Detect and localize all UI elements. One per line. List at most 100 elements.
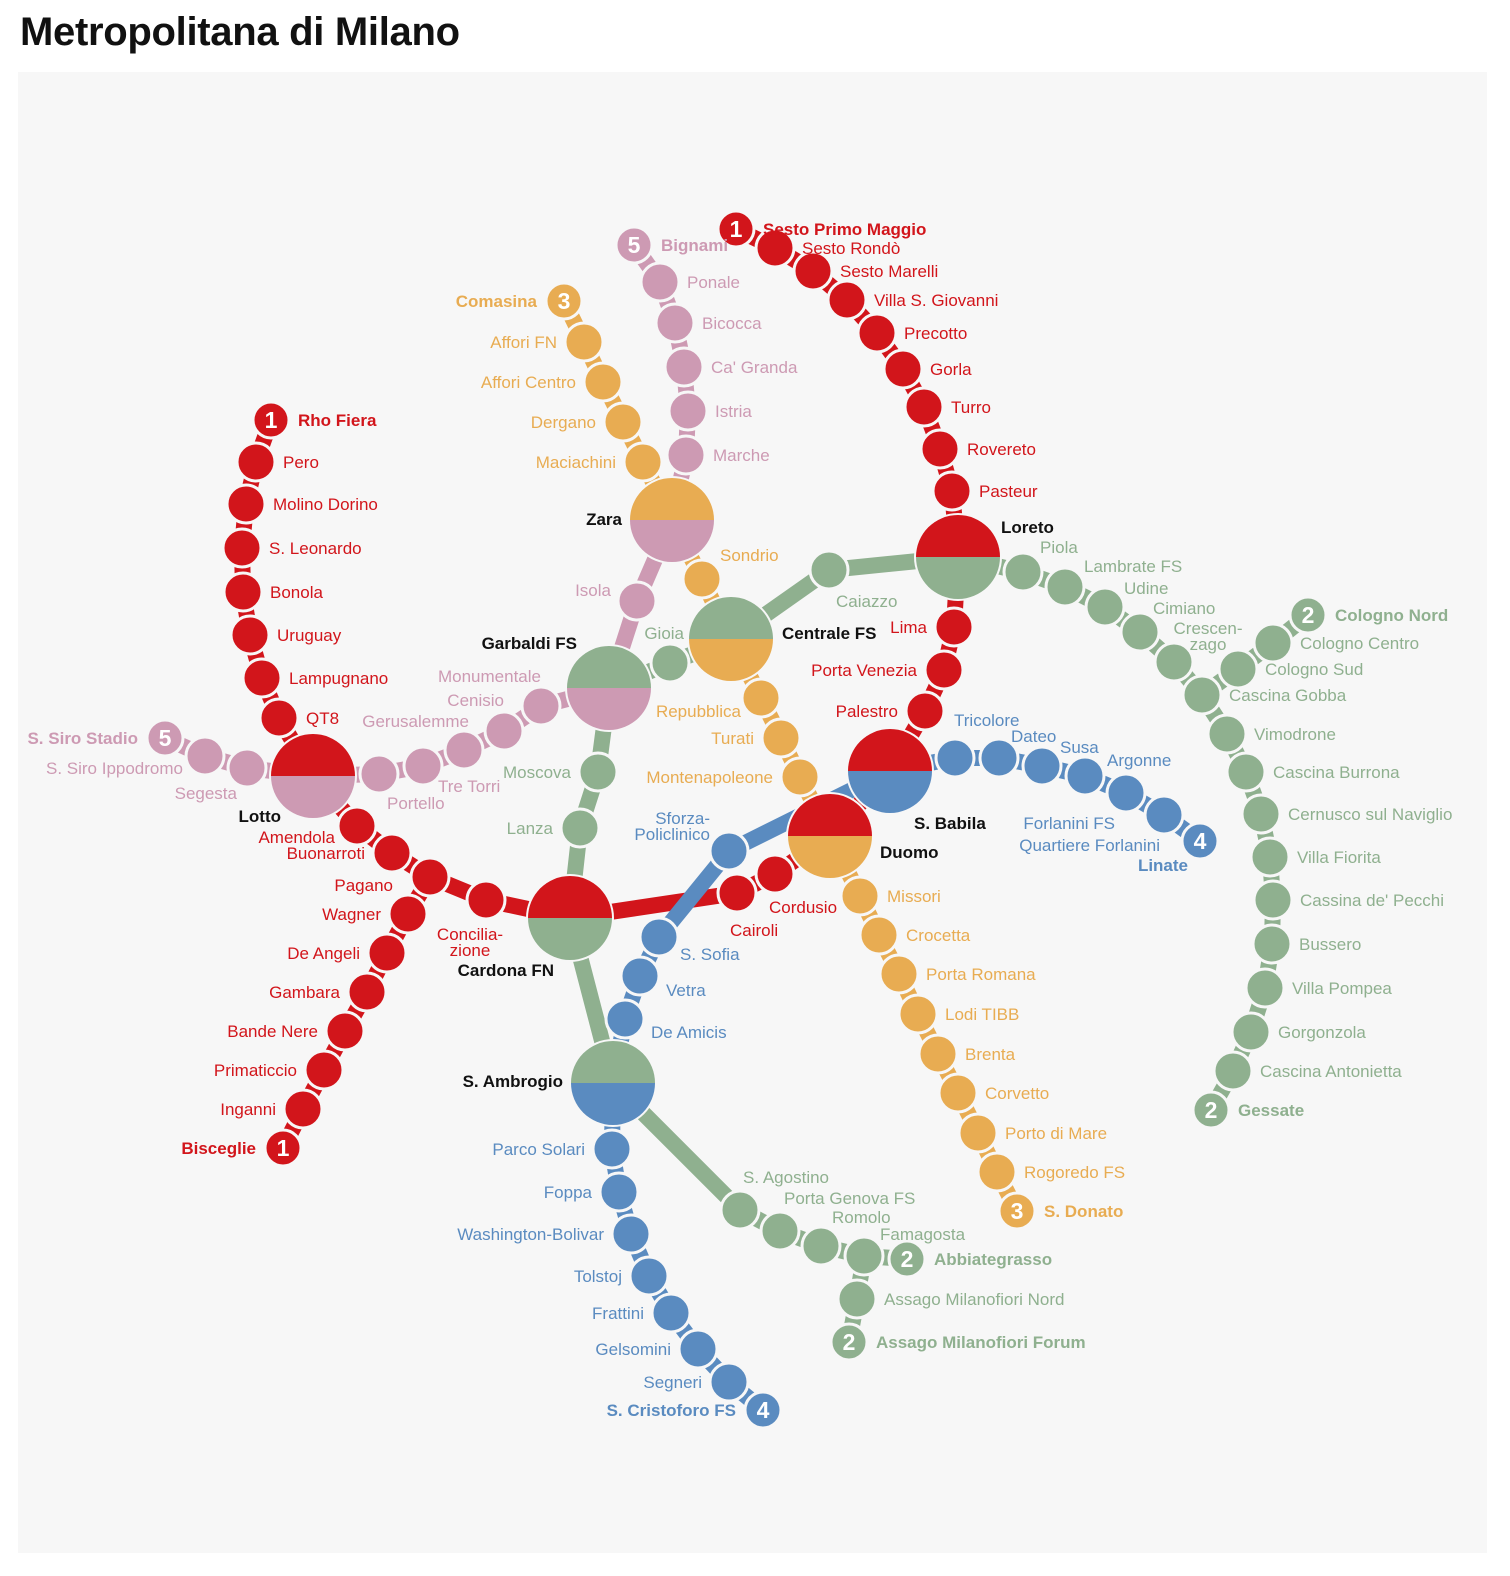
station-label-pero[interactable]: Pero [283, 453, 319, 472]
station-label-s-leonardo[interactable]: S. Leonardo [269, 539, 362, 558]
station-lampugnano[interactable] [241, 657, 283, 699]
station-label-affori-centro[interactable]: Affori Centro [481, 373, 576, 392]
terminus-s-siro-stadio[interactable]: 5 [145, 718, 185, 758]
station-label-cenisio[interactable]: Cenisio [447, 691, 504, 710]
station-label-de-angeli[interactable]: De Angeli [287, 944, 360, 963]
interchange-s-ambrogio[interactable] [569, 1039, 657, 1127]
station-cascina-burrona[interactable] [1225, 751, 1267, 793]
station-s-sofia[interactable] [638, 916, 680, 958]
station-label-inganni[interactable]: Inganni [220, 1100, 276, 1119]
station-label-maciachini[interactable]: Maciachini [536, 453, 616, 472]
station-segneri[interactable] [708, 1361, 750, 1403]
station-segesta[interactable] [226, 747, 268, 789]
station-vetra[interactable] [619, 955, 661, 997]
station-label-cologno-centro[interactable]: Cologno Centro [1300, 634, 1419, 653]
station-label-caiazzo[interactable]: Caiazzo [836, 592, 897, 611]
station-label-rovereto[interactable]: Rovereto [967, 440, 1036, 459]
station-label-turati[interactable]: Turati [711, 729, 754, 748]
station-affori-centro[interactable] [582, 361, 624, 403]
station-label-cologno-nord[interactable]: Cologno Nord [1335, 606, 1448, 625]
station-ponale[interactable] [639, 261, 681, 303]
station-cologno-sud[interactable] [1217, 648, 1259, 690]
station-label-gambara[interactable]: Gambara [269, 983, 340, 1002]
station-cordusio[interactable] [754, 853, 796, 895]
station-label-argonne[interactable]: Argonne [1107, 751, 1171, 770]
station-corvetto[interactable] [937, 1072, 979, 1114]
station-ca-granda[interactable] [663, 346, 705, 388]
station-lodi-tibb[interactable] [897, 993, 939, 1035]
station-isola[interactable] [616, 580, 658, 622]
station-label-vetra[interactable]: Vetra [666, 981, 706, 1000]
station-label-wagner[interactable]: Wagner [322, 905, 381, 924]
station-label-precotto[interactable]: Precotto [904, 324, 967, 343]
station-piola[interactable] [1002, 551, 1044, 593]
station-crocetta[interactable] [858, 914, 900, 956]
station-sesto-rond[interactable] [754, 227, 796, 269]
station-label-sesto-marelli[interactable]: Sesto Marelli [840, 262, 938, 281]
station-gerusalemme[interactable] [443, 729, 485, 771]
station-label-bonola[interactable]: Bonola [270, 583, 323, 602]
station-label-isola[interactable]: Isola [575, 581, 611, 600]
station-label-forlanini-fs[interactable]: Forlanini FS [1023, 814, 1115, 833]
station-label-garbaldi-fs[interactable]: Garbaldi FS [482, 634, 577, 653]
station-label-lima[interactable]: Lima [890, 618, 927, 637]
station-label-bignami[interactable]: Bignami [661, 236, 728, 255]
station-lambrate-fs[interactable] [1044, 566, 1086, 608]
station-label-porto-di-mare[interactable]: Porto di Mare [1005, 1124, 1107, 1143]
station-turati[interactable] [760, 717, 802, 759]
station-label-gessate[interactable]: Gessate [1238, 1101, 1304, 1120]
station-bicocca[interactable] [654, 302, 696, 344]
station-label-missori[interactable]: Missori [887, 887, 941, 906]
station-label-s-babila[interactable]: S. Babila [914, 814, 986, 833]
station-label-segesta[interactable]: Segesta [175, 784, 238, 803]
station-label-primaticcio[interactable]: Primaticcio [214, 1061, 297, 1080]
station-label-cordusio[interactable]: Cordusio [769, 898, 837, 917]
station-label-gerusalemme[interactable]: Gerusalemme [362, 712, 469, 731]
station-de-amicis[interactable] [604, 998, 646, 1040]
station-label-foppa[interactable]: Foppa [544, 1183, 593, 1202]
station-label-linate[interactable]: Linate [1138, 856, 1188, 875]
station-gambara[interactable] [346, 971, 388, 1013]
interchange-garbaldi-fs[interactable] [565, 644, 653, 732]
station-label-lampugnano[interactable]: Lampugnano [289, 669, 388, 688]
station-marche[interactable] [665, 434, 707, 476]
station-label-moscova[interactable]: Moscova [503, 763, 572, 782]
station-label-bussero[interactable]: Bussero [1299, 935, 1361, 954]
station-argonne[interactable] [1064, 755, 1106, 797]
station-monumentale[interactable] [520, 685, 562, 727]
interchange-s-babila[interactable] [846, 727, 934, 815]
station-label-zara[interactable]: Zara [586, 510, 622, 529]
station-label-lambrate-fs[interactable]: Lambrate FS [1084, 557, 1182, 576]
station-label-crocetta[interactable]: Crocetta [906, 926, 971, 945]
station-parco-solari[interactable] [591, 1128, 633, 1170]
station-sforza-policlinico[interactable] [708, 830, 750, 872]
terminus-sesto-primo-maggio[interactable]: 1 [716, 209, 756, 249]
station-bande-nere[interactable] [324, 1010, 366, 1052]
station-label-porta-romana[interactable]: Porta Romana [926, 965, 1036, 984]
station-romolo[interactable] [800, 1225, 842, 1267]
station-label-lanza[interactable]: Lanza [507, 819, 554, 838]
station-label-ca-granda[interactable]: Ca' Granda [711, 358, 798, 377]
station-label-washington-bolivar[interactable]: Washington-Bolivar [457, 1225, 604, 1244]
station-lanza[interactable] [559, 807, 601, 849]
interchange-centrale-fs[interactable] [687, 595, 775, 683]
station-label-montenapoleone[interactable]: Montenapoleone [646, 768, 773, 787]
station-cascina-antonietta[interactable] [1212, 1050, 1254, 1092]
station-label-sondrio[interactable]: Sondrio [720, 546, 779, 565]
station-cairoli[interactable] [716, 872, 758, 914]
station-cimiano[interactable] [1119, 611, 1161, 653]
station-label-gorgonzola[interactable]: Gorgonzola [1278, 1023, 1366, 1042]
station-buonarroti[interactable] [371, 832, 413, 874]
station-label-concilia-zione[interactable]: Concilia-zione [437, 925, 503, 960]
station-label-amendola[interactable]: Amendola [258, 828, 335, 847]
station-label-cascina-antonietta[interactable]: Cascina Antonietta [1260, 1062, 1402, 1081]
station-label-vimodrone[interactable]: Vimodrone [1254, 725, 1336, 744]
station-de-angeli[interactable] [366, 932, 408, 974]
station-label-cologno-sud[interactable]: Cologno Sud [1265, 660, 1363, 679]
station-istria[interactable] [667, 390, 709, 432]
station-label-portello[interactable]: Portello [387, 794, 445, 813]
station-label-assago-milanofiori-nord[interactable]: Assago Milanofiori Nord [884, 1290, 1064, 1309]
station-label-uruguay[interactable]: Uruguay [277, 626, 342, 645]
station-palestro[interactable] [904, 690, 946, 732]
station-dateo[interactable] [978, 737, 1020, 779]
